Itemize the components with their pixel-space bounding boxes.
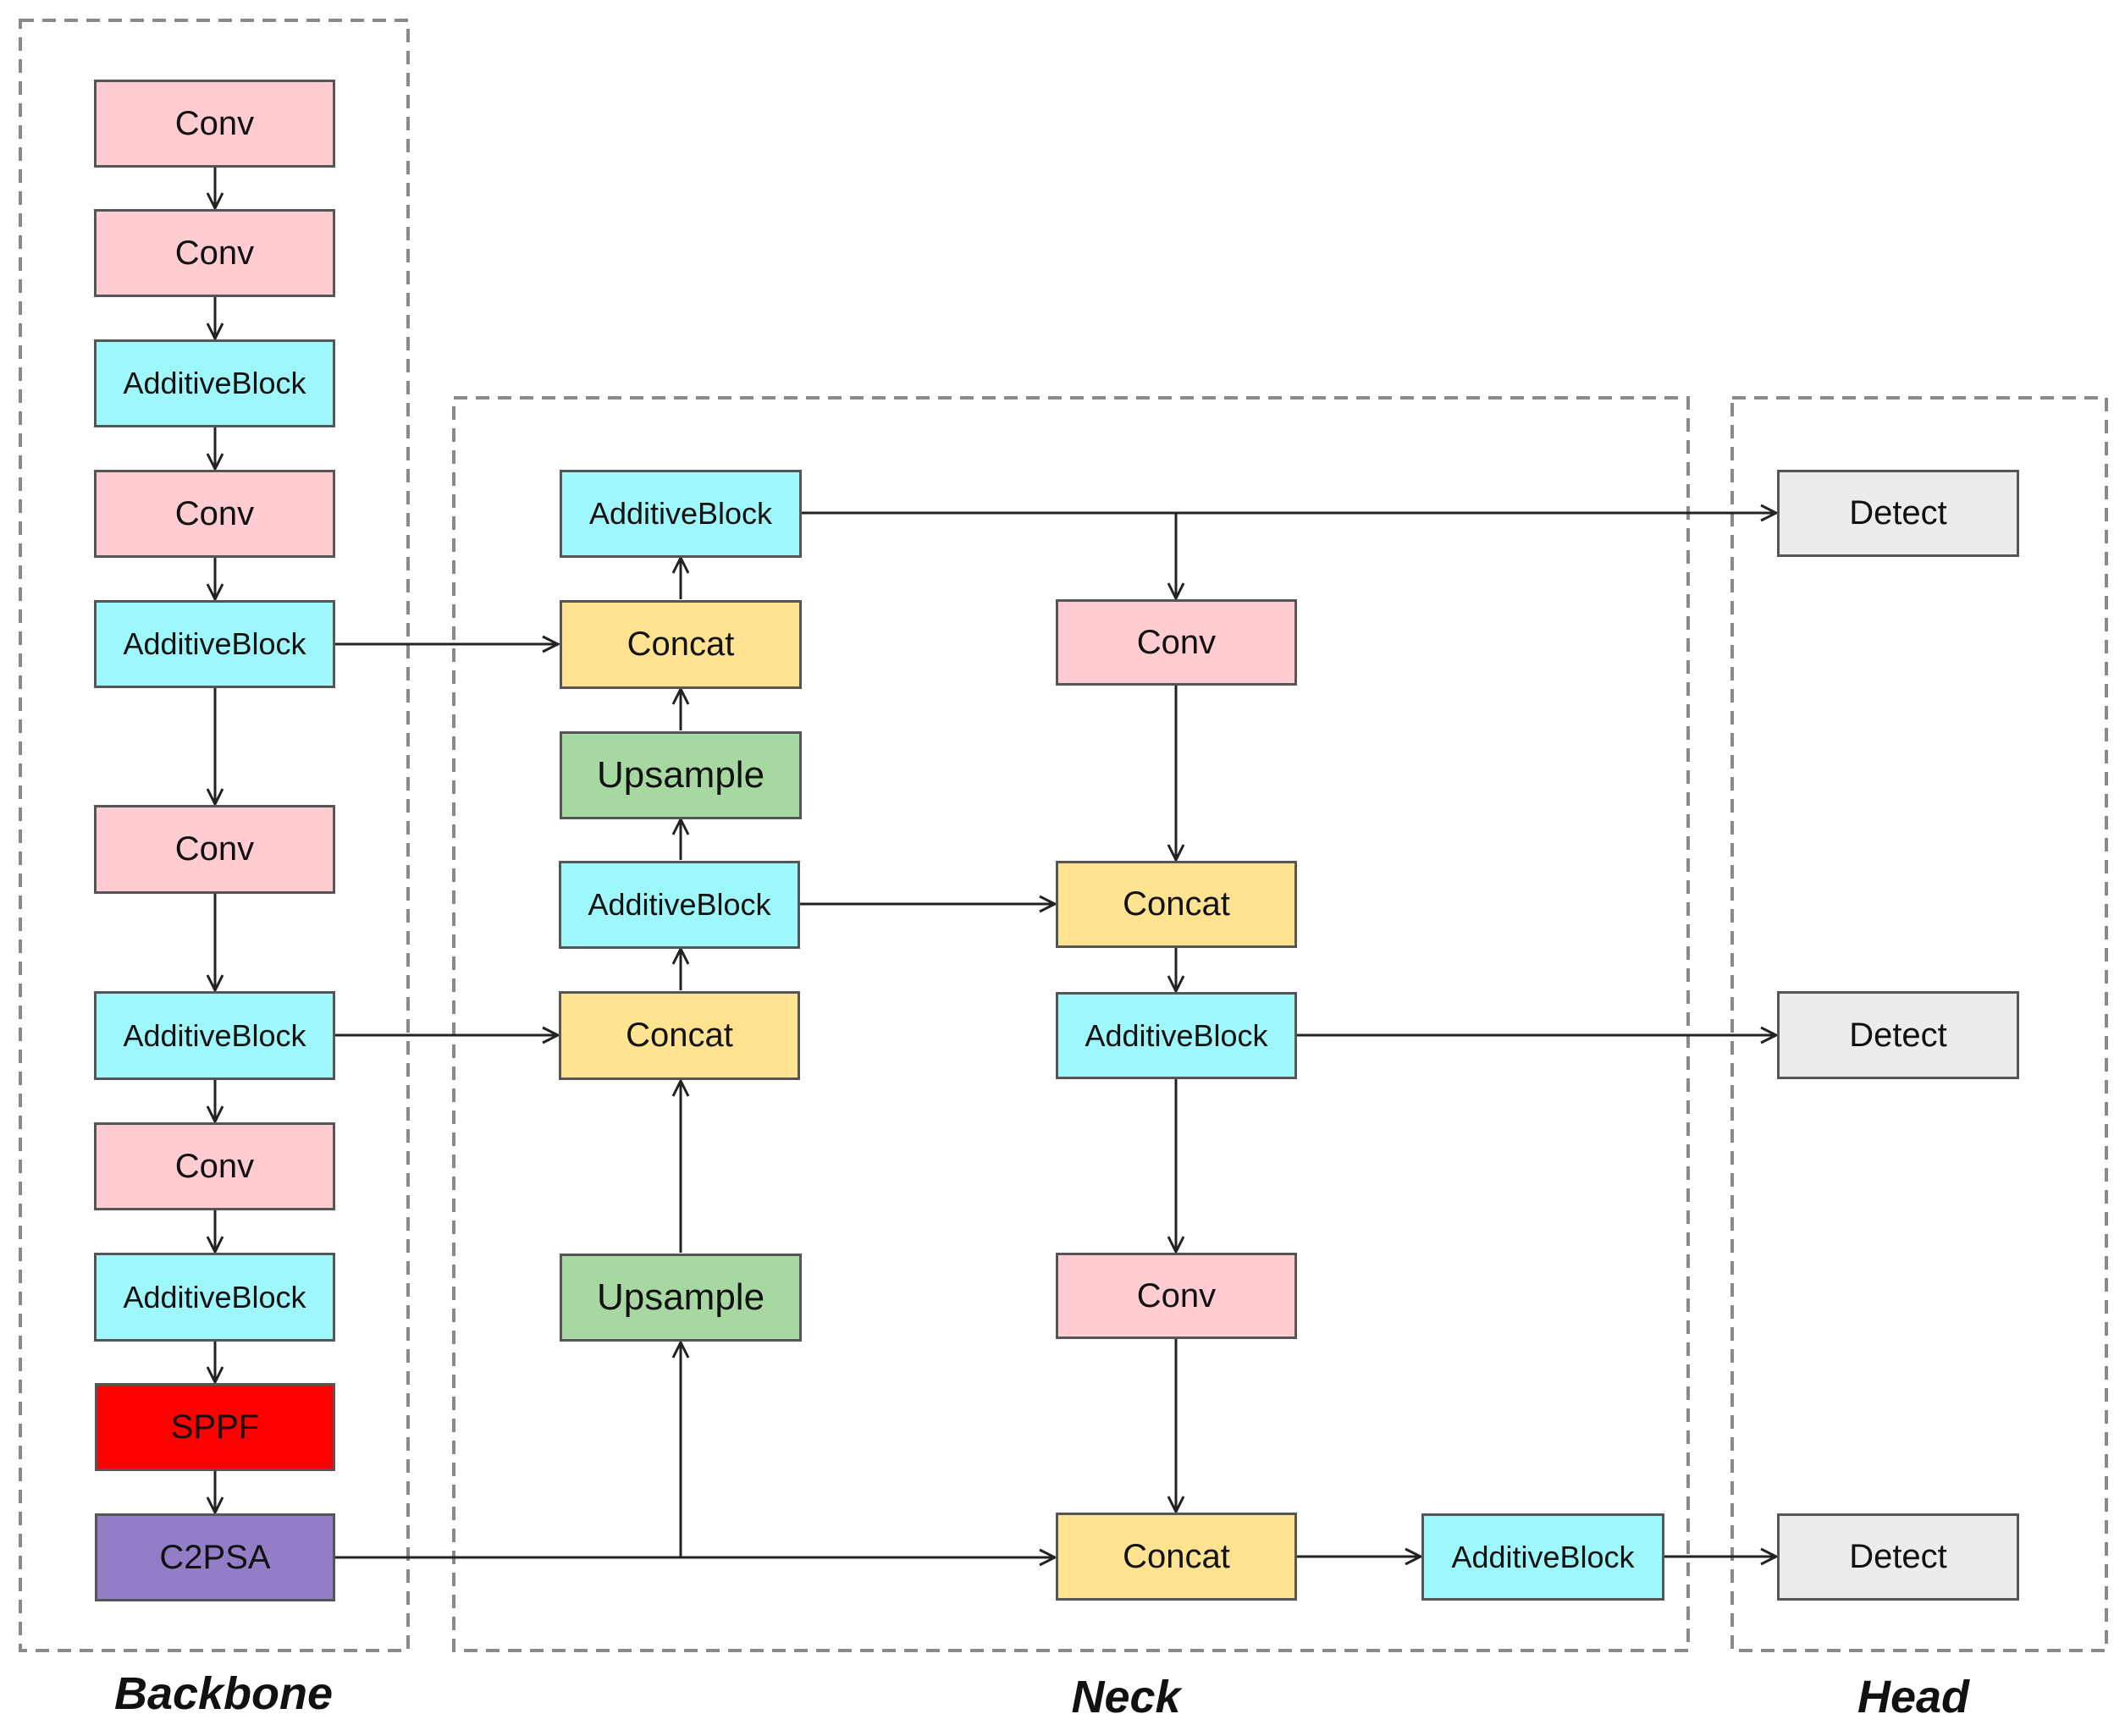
backbone-additive-block-3: AdditiveBlock [94, 991, 335, 1080]
backbone-conv-1: Conv [94, 80, 335, 168]
head-detect-2: Detect [1777, 991, 2019, 1079]
backbone-c2psa: C2PSA [95, 1513, 335, 1601]
neck-upsample-1: Upsample [560, 731, 802, 819]
neck-additive-block-top: AdditiveBlock [560, 470, 802, 558]
neck-conv-1: Conv [1056, 599, 1297, 686]
backbone-sppf: SPPF [95, 1383, 335, 1471]
backbone-additive-block-2: AdditiveBlock [94, 600, 335, 688]
neck-additive-block-3: AdditiveBlock [1056, 992, 1297, 1079]
backbone-conv-2: Conv [94, 209, 335, 297]
backbone-additive-block-4: AdditiveBlock [94, 1253, 335, 1342]
neck-concat-1: Concat [560, 600, 802, 689]
neck-label: Neck [1071, 1672, 1181, 1722]
neck-upsample-2: Upsample [560, 1254, 802, 1342]
neck-conv-2: Conv [1056, 1253, 1297, 1339]
neck-additive-block-4: AdditiveBlock [1421, 1513, 1664, 1601]
head-detect-1: Detect [1777, 470, 2019, 557]
head-label: Head [1857, 1672, 1970, 1722]
backbone-additive-block-1: AdditiveBlock [94, 339, 335, 427]
neck-concat-2: Concat [559, 991, 800, 1080]
neck-concat-3: Concat [1056, 861, 1297, 948]
neck-frame [452, 396, 1690, 1652]
head-frame [1730, 396, 2108, 1652]
backbone-conv-4: Conv [94, 805, 335, 894]
backbone-frame [19, 19, 410, 1652]
head-detect-3: Detect [1777, 1513, 2019, 1601]
backbone-conv-3: Conv [94, 470, 335, 558]
backbone-conv-5: Conv [94, 1122, 335, 1210]
backbone-label: Backbone [113, 1668, 334, 1719]
neck-concat-4: Concat [1056, 1513, 1297, 1601]
neck-additive-block-mid: AdditiveBlock [559, 861, 800, 949]
